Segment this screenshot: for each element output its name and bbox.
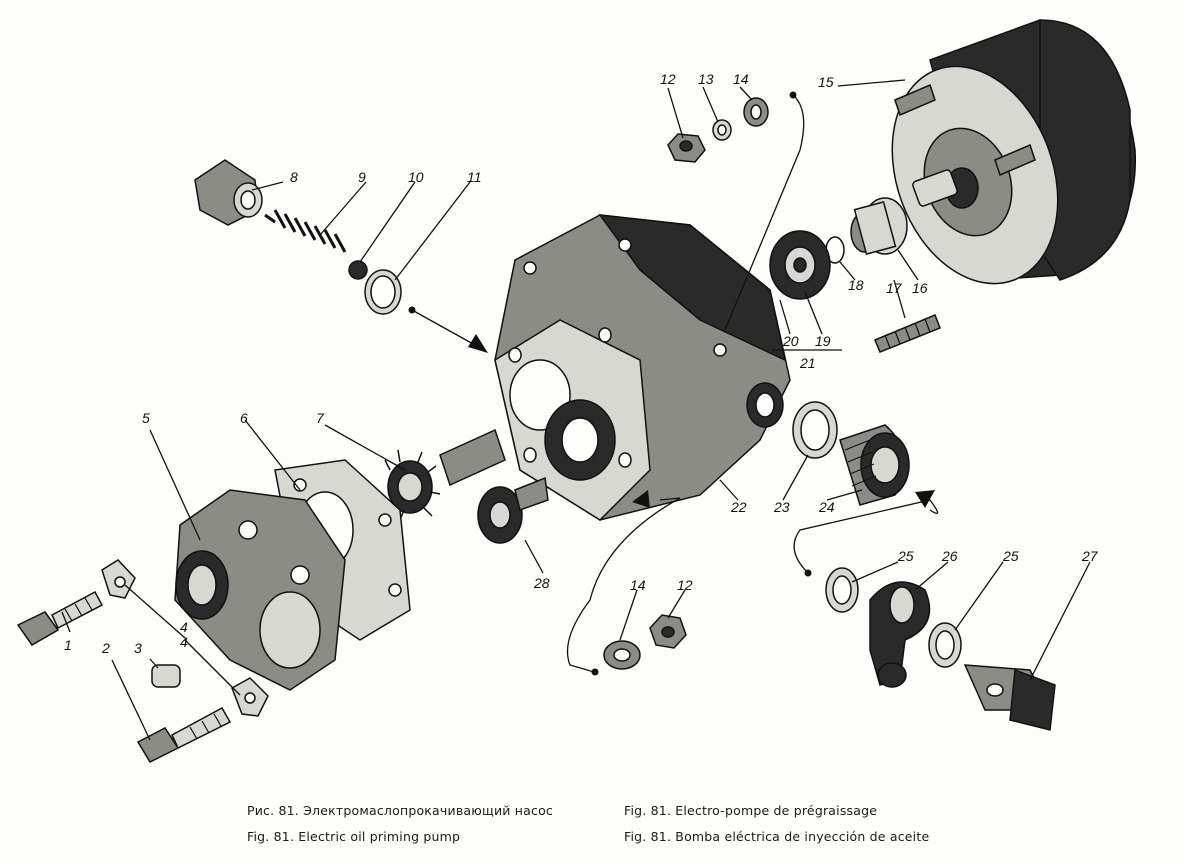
part-label: 19 bbox=[815, 333, 831, 349]
part-label: 28 bbox=[533, 575, 550, 591]
rear-bearing-parts bbox=[769, 197, 908, 300]
part-label: 9 bbox=[358, 169, 366, 185]
part-label: 8 bbox=[290, 169, 298, 185]
part-label: 3 bbox=[134, 640, 142, 656]
part-label: 16 bbox=[912, 280, 928, 296]
pump-cover bbox=[174, 459, 411, 691]
part-label: 4 bbox=[180, 619, 188, 635]
part-label: 25 bbox=[897, 548, 914, 564]
caption-russian: Рис. 81. Электромаслопрокачивающий насос bbox=[247, 803, 553, 818]
part-label: 24 bbox=[818, 499, 835, 515]
part-label: 17 bbox=[886, 280, 903, 296]
part-label: 15 bbox=[818, 74, 834, 90]
part-label: 12 bbox=[677, 577, 693, 593]
part-label: 23 bbox=[773, 499, 790, 515]
flow-arrows bbox=[408, 91, 939, 676]
part-labels: 1 2 3 4 4 5 6 7 8 9 10 11 12 12 13 14 14… bbox=[64, 71, 1099, 656]
part-label: 14 bbox=[630, 577, 646, 593]
part-label: 18 bbox=[848, 277, 864, 293]
bottom-fasteners bbox=[603, 614, 687, 670]
union-fitting bbox=[792, 401, 910, 506]
part-label: 7 bbox=[316, 410, 325, 426]
part-label: 5 bbox=[142, 410, 150, 426]
caption-spanish: Fig. 81. Bomba eléctrica de inyección de… bbox=[624, 829, 930, 844]
part-label: 6 bbox=[240, 410, 248, 426]
part-label: 11 bbox=[467, 169, 482, 185]
part-label: 20 bbox=[782, 333, 799, 349]
part-label: 2 bbox=[101, 640, 110, 656]
part-label: 12 bbox=[660, 71, 676, 87]
part-label: 13 bbox=[698, 71, 714, 87]
caption-english: Fig. 81. Electric oil priming pump bbox=[247, 829, 461, 844]
pump-housing bbox=[494, 214, 791, 521]
part-label: 4 bbox=[180, 634, 188, 650]
leader-lines bbox=[61, 79, 1091, 741]
part-label: 1 bbox=[64, 637, 72, 653]
electric-motor bbox=[891, 19, 1137, 285]
top-fasteners bbox=[667, 97, 769, 163]
part-label: 26 bbox=[941, 548, 958, 564]
caption-french: Fig. 81. Electro-pompe de prégraissage bbox=[624, 803, 878, 818]
part-label: 21 bbox=[799, 355, 816, 371]
stud bbox=[874, 314, 941, 353]
gears bbox=[379, 428, 549, 544]
relief-valve bbox=[194, 159, 402, 315]
part-label: 27 bbox=[1081, 548, 1099, 564]
part-label: 25 bbox=[1002, 548, 1019, 564]
part-label: 10 bbox=[408, 169, 424, 185]
part-label: 22 bbox=[730, 499, 747, 515]
banjo-assembly bbox=[825, 567, 1056, 731]
part-label: 14 bbox=[733, 71, 749, 87]
